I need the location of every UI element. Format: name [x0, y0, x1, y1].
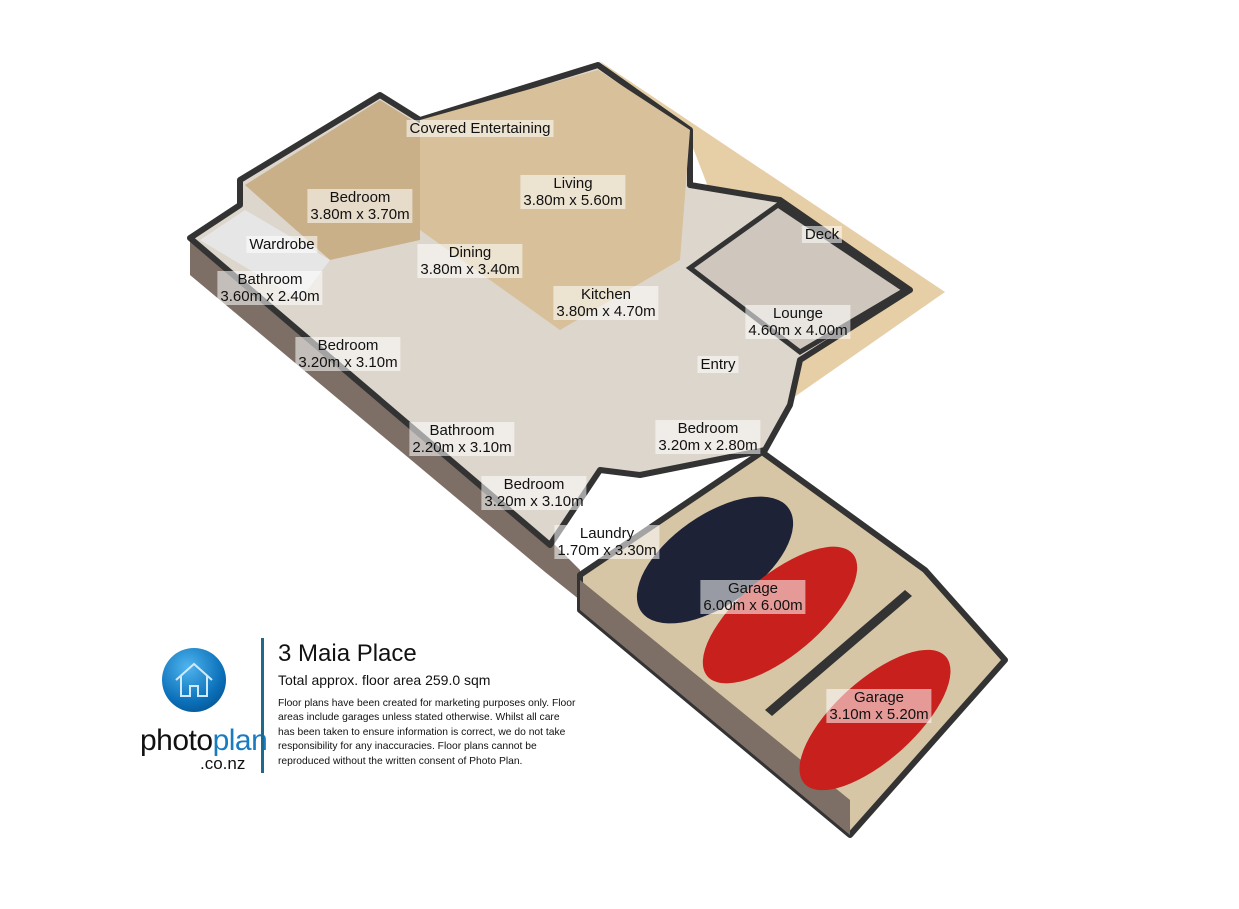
room-label: Deck: [801, 226, 843, 243]
house-icon: [162, 648, 226, 712]
divider: [261, 638, 264, 773]
property-address: 3 Maia Place: [278, 640, 417, 667]
logo-plan: plan: [212, 724, 268, 757]
logo-domain: .co.nz: [200, 754, 246, 773]
total-floor-area: Total approx. floor area 259.0 sqm: [278, 672, 491, 688]
disclaimer: Floor plans have been created for market…: [278, 698, 576, 767]
room-label: Wardrobe: [246, 236, 318, 253]
car-red: [702, 546, 858, 684]
room-label: Covered Entertaining: [406, 120, 554, 137]
garage-divider: [765, 590, 912, 716]
garage-wall-side: [580, 580, 850, 835]
room-label: Entry: [697, 356, 739, 373]
car-dark: [636, 496, 794, 624]
logo-photo: photo: [140, 724, 213, 757]
